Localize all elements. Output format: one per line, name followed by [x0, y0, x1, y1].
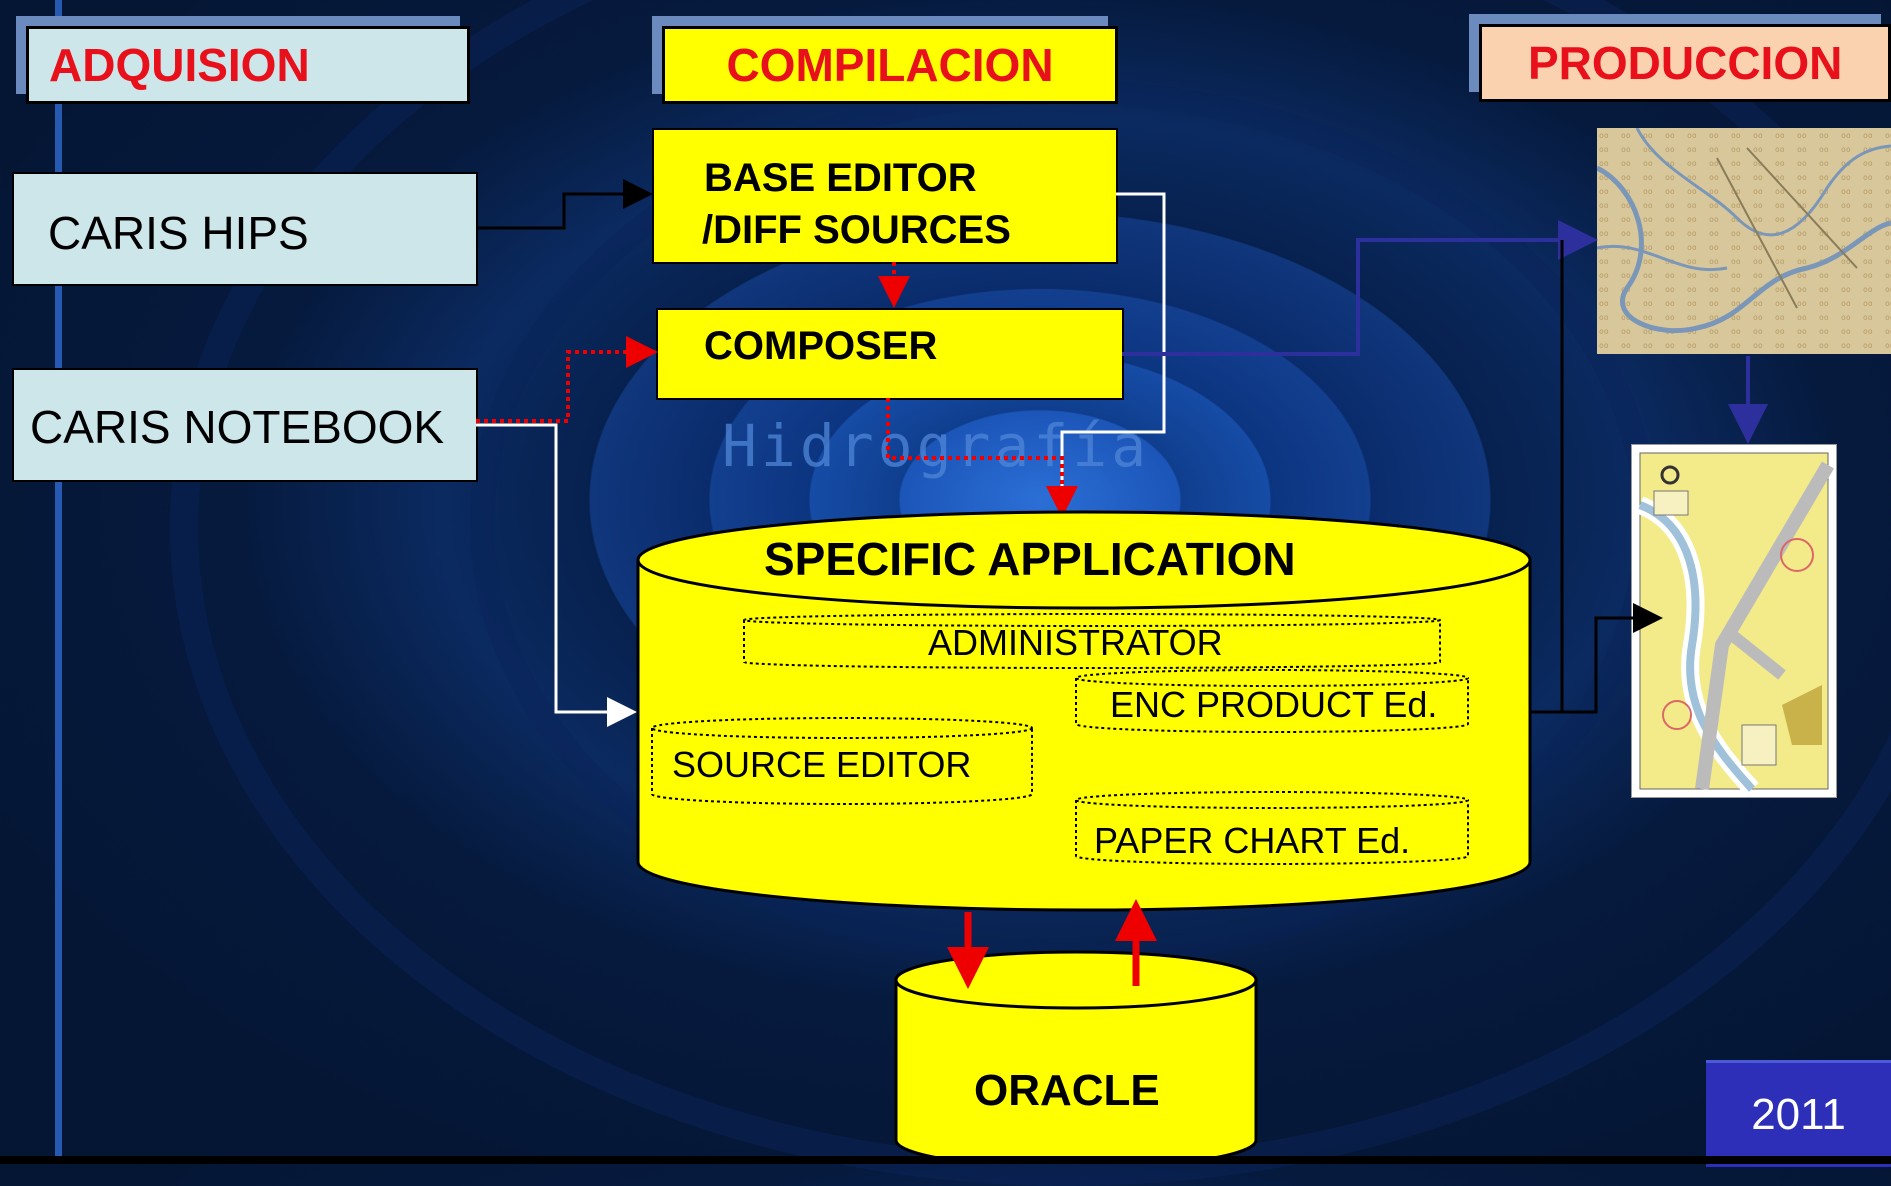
- composer-box: COMPOSER: [656, 308, 1124, 400]
- header-compilacion: COMPILACION: [662, 26, 1118, 104]
- module-source-editor-shape: [651, 717, 1033, 805]
- specific-application-cylinder: [636, 510, 1532, 912]
- hidrografia-watermark: Hidrografía: [722, 412, 1151, 480]
- caris-hips-box: CARIS HIPS: [12, 172, 478, 286]
- left-vertical-line: [55, 0, 62, 1164]
- module-administrator-label: ADMINISTRATOR: [928, 622, 1223, 663]
- connector-notebook-to-composer: [476, 336, 658, 423]
- module-enc-product-shape: [1075, 669, 1469, 733]
- specific-application-title: SPECIFIC APPLICATION: [764, 533, 1296, 585]
- enc-chart-drawing: oo: [1597, 128, 1891, 354]
- module-paper-chart-label: PAPER CHART Ed.: [1094, 820, 1411, 861]
- module-enc-product-label: ENC PRODUCT Ed.: [1110, 684, 1438, 725]
- composer-label: COMPOSER: [704, 324, 938, 368]
- caris-hips-label: CARIS HIPS: [48, 207, 309, 259]
- connector-application-to-production: [1530, 603, 1663, 714]
- paper-chart-image: [1631, 444, 1837, 798]
- caris-notebook-box: CARIS NOTEBOOK: [12, 368, 478, 482]
- footer-year-label: 2011: [1751, 1090, 1846, 1139]
- base-editor-box: BASE EDITOR /DIFF SOURCES: [652, 128, 1118, 264]
- oracle-cylinder: [894, 950, 1258, 1164]
- header-produccion: PRODUCCION: [1479, 24, 1891, 102]
- connector-composer-to-application: [886, 398, 1078, 518]
- header-adquision: ADQUISION: [26, 26, 470, 104]
- module-paper-chart-shape: [1075, 791, 1469, 865]
- caris-notebook-label: CARIS NOTEBOOK: [30, 401, 445, 453]
- module-administrator-shape: [743, 613, 1441, 669]
- connector-composer-to-enc-chart: [1122, 220, 1598, 356]
- oracle-label: ORACLE: [974, 1066, 1160, 1115]
- header-compilacion-label: COMPILACION: [726, 39, 1054, 91]
- base-editor-line1: BASE EDITOR: [704, 156, 977, 200]
- header-adquision-label: ADQUISION: [49, 39, 310, 91]
- base-editor-line2: /DIFF SOURCES: [702, 208, 1011, 252]
- bottom-bar: [0, 1156, 1891, 1164]
- header-produccion-label: PRODUCCION: [1528, 37, 1843, 89]
- connector-notebook-to-application: [476, 423, 637, 727]
- module-source-editor-label: SOURCE EDITOR: [672, 744, 972, 785]
- connector-hips-to-base-editor: [476, 179, 653, 230]
- footer-year-badge: 2011: [1706, 1060, 1891, 1167]
- enc-chart-image: oo: [1597, 128, 1891, 354]
- paper-chart-drawing: [1636, 452, 1835, 796]
